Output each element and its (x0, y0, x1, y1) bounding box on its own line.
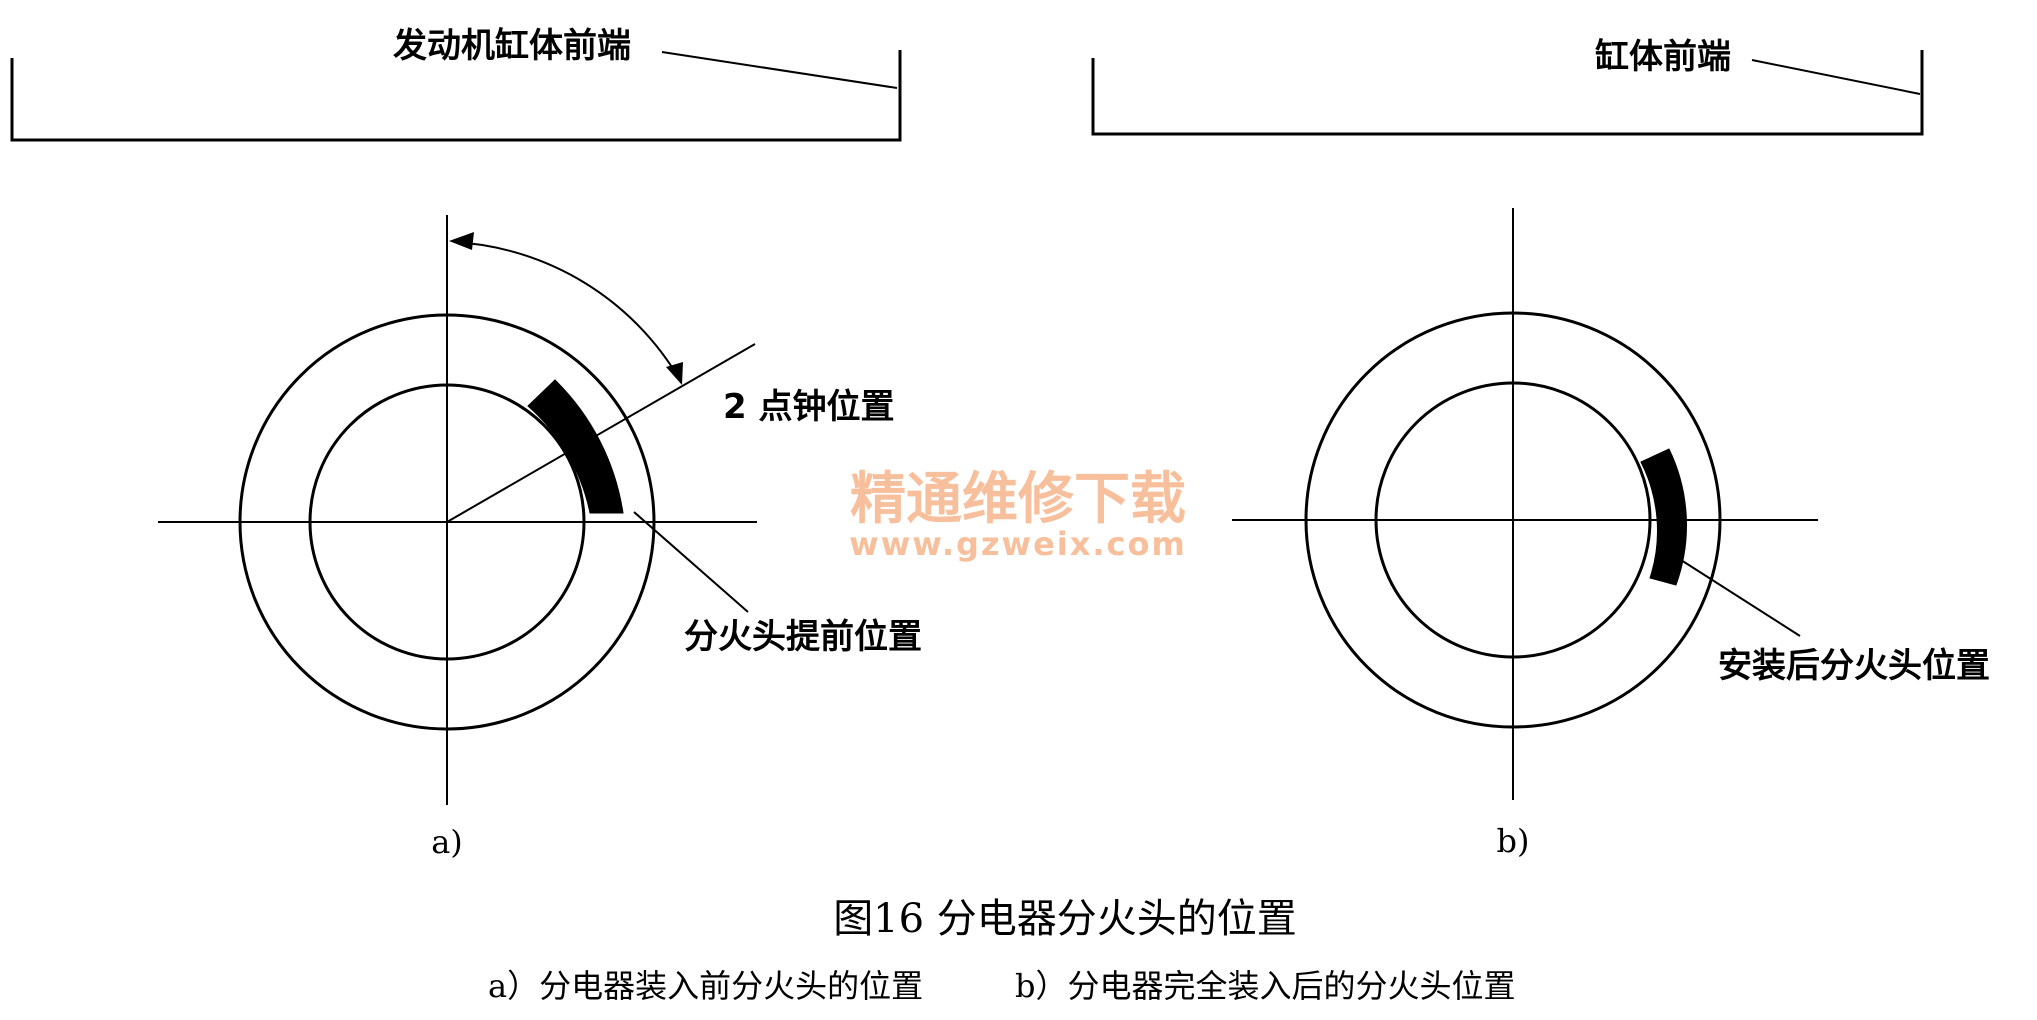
block-label-leader-a (661, 51, 898, 89)
caption: 图16 分电器分火头的位置 a）分电器装入前分火头的位置 b）分电器完全装入后的… (488, 896, 1516, 1005)
watermark-url: www.gzweix.com (849, 525, 1187, 563)
rotor-installed-label: 安装后分火头位置 (1718, 646, 1990, 686)
two-oclock-line (446, 343, 756, 523)
arrow-head-top (449, 232, 474, 250)
watermark: 精通维修下载 www.gzweix.com (849, 467, 1187, 563)
rotor-advanced-label: 分火头提前位置 (684, 617, 922, 657)
block-label-leader-b (1751, 59, 1921, 95)
figure-title: 图16 分电器分火头的位置 (833, 896, 1297, 942)
panel-a: 发动机缸体前端 2 点钟位置 分火头提前位置 a) (10, 26, 922, 861)
block-front-label: 缸体前端 (1595, 37, 1731, 77)
engine-block-front-label: 发动机缸体前端 (393, 26, 631, 66)
engine-block-outline-a (10, 50, 902, 142)
watermark-text: 精通维修下载 (850, 467, 1186, 532)
subfigure-a-label: a) (431, 823, 463, 861)
rotation-arc-arrow (453, 241, 681, 381)
rotor-label-leader-b (1680, 559, 1801, 637)
figure-subtitle-a: a）分电器装入前分火头的位置 (488, 967, 923, 1005)
panel-b: 缸体前端 安装后分火头位置 b) (1091, 37, 1990, 860)
rotor-label-leader-a (633, 511, 749, 613)
arrow-head-bottom (666, 362, 683, 385)
two-oclock-label: 2 点钟位置 (723, 387, 895, 427)
figure-subtitle-b: b）分电器完全装入后的分火头位置 (1015, 967, 1516, 1005)
engine-block-outline-b (1091, 50, 1924, 136)
subfigure-b-label: b) (1497, 822, 1530, 860)
rotor-segment-installed (1640, 448, 1687, 586)
rotor-segment-advanced (527, 379, 624, 514)
